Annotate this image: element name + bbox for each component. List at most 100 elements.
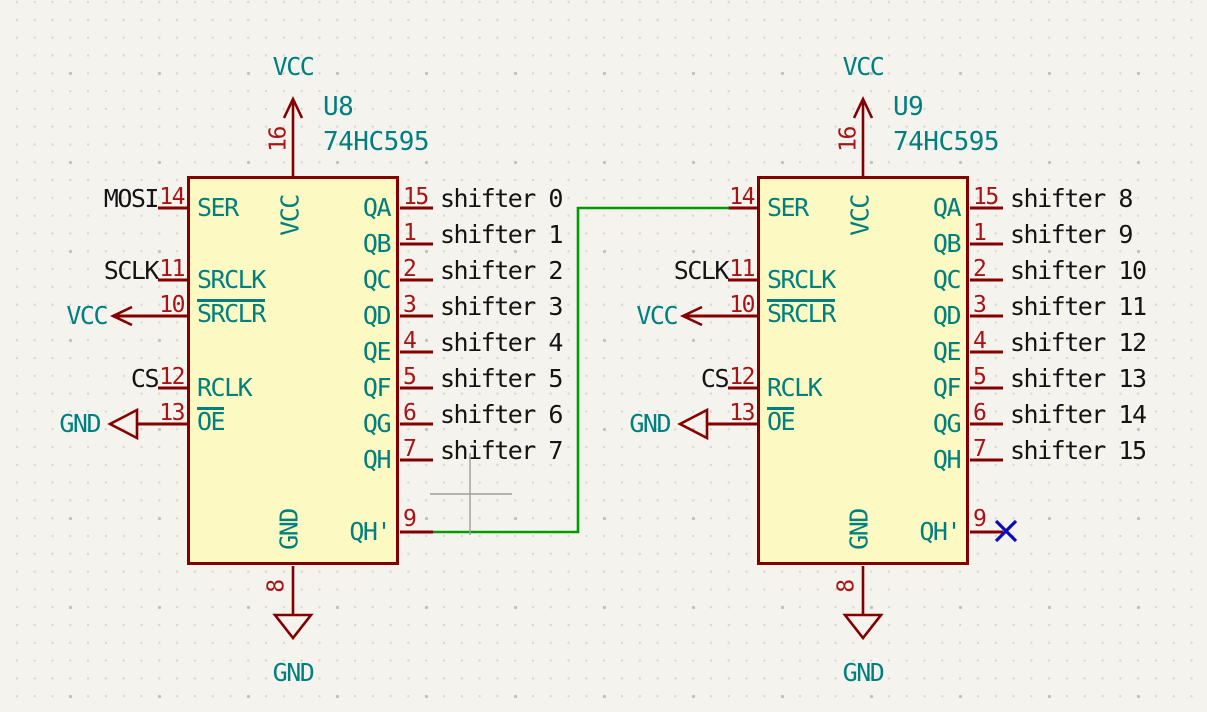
pin-number: 1 xyxy=(973,220,987,246)
symbol-graphics xyxy=(107,95,433,641)
pin-lines xyxy=(728,206,1003,534)
net-label[interactable]: shifter 8 xyxy=(1010,184,1133,213)
pin-number: 15 xyxy=(403,184,429,210)
net-label[interactable]: shifter 10 xyxy=(1010,256,1147,285)
net-label[interactable]: shifter 7 xyxy=(440,436,563,465)
net-label[interactable]: shifter 14 xyxy=(1010,400,1147,429)
pin-number: 14 xyxy=(729,184,755,210)
net-label[interactable]: shifter 4 xyxy=(440,328,563,357)
pin-number: 15 xyxy=(973,184,999,210)
net-label[interactable]: shifter 2 xyxy=(440,256,563,285)
pin-number: 2 xyxy=(403,256,417,282)
pin-name: QC xyxy=(932,265,962,294)
pin-name-overline: OE xyxy=(767,407,796,434)
pin-name: QF xyxy=(932,373,962,402)
pin-number: 9 xyxy=(403,506,417,532)
pin-number: 5 xyxy=(403,364,417,390)
pin-name-overline: SRCLR xyxy=(197,299,266,326)
vcc-power-symbol[interactable] xyxy=(852,95,874,176)
pin-number: 7 xyxy=(403,436,417,462)
pin-name: QH xyxy=(362,445,392,474)
power-net-label[interactable]: VCC xyxy=(66,301,108,330)
pin-name: QC xyxy=(362,265,392,294)
pin-name: OE xyxy=(197,407,226,436)
net-label-mosi[interactable]: MOSI xyxy=(103,184,160,213)
pin-number: 9 xyxy=(973,506,987,532)
pin-number: 12 xyxy=(729,364,755,390)
vcc-power-symbol[interactable] xyxy=(282,95,304,176)
net-label[interactable]: shifter 1 xyxy=(440,220,563,249)
power-net-label[interactable]: GND xyxy=(272,658,315,687)
pin-name: SRCLK xyxy=(197,265,266,294)
net-label[interactable]: shifter 12 xyxy=(1010,328,1147,357)
net-label[interactable]: shifter 6 xyxy=(440,400,563,429)
net-label[interactable]: shifter 13 xyxy=(1010,364,1147,393)
reference-designator[interactable]: U8 xyxy=(323,92,354,122)
pin-number: 4 xyxy=(973,328,987,354)
pin-name: QA xyxy=(932,193,962,222)
pin-name: RCLK xyxy=(197,373,253,402)
pin-number: 6 xyxy=(403,400,417,426)
pin-name: QF xyxy=(362,373,392,402)
pin-name: QA xyxy=(362,193,392,222)
pin-number: 3 xyxy=(403,292,417,318)
pin-number-16: 16 xyxy=(835,127,862,152)
pin-lines xyxy=(158,206,433,534)
power-net-label[interactable]: VCC xyxy=(636,301,678,330)
gnd-arrow-symbol[interactable] xyxy=(107,407,187,441)
pin-number: 1 xyxy=(403,220,417,246)
pin-number: 11 xyxy=(159,256,185,282)
pin-number: 14 xyxy=(159,184,185,210)
net-label[interactable]: shifter 5 xyxy=(440,364,563,393)
pin-number: 7 xyxy=(973,436,987,462)
power-net-label[interactable]: VCC xyxy=(272,52,315,81)
reference-designator[interactable]: U9 xyxy=(893,92,924,122)
pin-name: RCLK xyxy=(767,373,823,402)
net-label-cs[interactable]: CS xyxy=(130,364,160,393)
pin-name-overline: OE xyxy=(197,407,226,436)
pin-name: QH xyxy=(932,445,962,474)
net-label[interactable]: shifter 3 xyxy=(440,292,563,321)
pin-name: QD xyxy=(362,301,392,330)
pin-name: SRCLK xyxy=(767,265,836,294)
pin-number: 4 xyxy=(403,328,417,354)
pin-number: 11 xyxy=(729,256,755,282)
pin-number: 13 xyxy=(729,400,755,426)
pin-number: 10 xyxy=(159,292,185,318)
power-net-label[interactable]: GND xyxy=(59,409,101,438)
pin-name-overline: SRCLR xyxy=(767,299,836,326)
power-net-label[interactable]: GND xyxy=(629,409,671,438)
pin-name: QB xyxy=(932,229,962,258)
pin-name: SER xyxy=(197,193,239,222)
pin-number: 10 xyxy=(729,292,755,318)
symbol-body[interactable] xyxy=(187,176,399,565)
pin-name: SER xyxy=(767,193,809,222)
pin-name: QG xyxy=(932,409,962,438)
pin-name: QB xyxy=(362,229,392,258)
pin-number: 5 xyxy=(973,364,987,390)
vcc-arrow-symbol[interactable] xyxy=(109,305,187,327)
pin-number: 6 xyxy=(973,400,987,426)
net-label-sclk[interactable]: SCLK xyxy=(103,256,160,285)
power-net-label[interactable]: VCC xyxy=(842,52,885,81)
pin-name: QH' xyxy=(349,517,391,546)
pin-name: QD xyxy=(932,301,962,330)
pin-number: 12 xyxy=(159,364,185,390)
gnd-power-symbol[interactable] xyxy=(842,566,884,641)
part-value[interactable]: 74HC595 xyxy=(893,127,1000,157)
part-value[interactable]: 74HC595 xyxy=(323,127,430,157)
pin-number-8: 8 xyxy=(263,580,290,593)
net-label[interactable]: shifter 15 xyxy=(1010,436,1147,465)
pin-name: QE xyxy=(362,337,392,366)
power-net-label[interactable]: GND xyxy=(842,658,885,687)
net-label[interactable]: shifter 11 xyxy=(1010,292,1147,321)
pin-number-16: 16 xyxy=(265,127,292,152)
net-label[interactable]: shifter 0 xyxy=(440,184,563,213)
gnd-power-symbol[interactable] xyxy=(272,566,314,641)
pin-number: 2 xyxy=(973,256,987,282)
symbol-body[interactable] xyxy=(757,176,969,565)
pin-name: QH' xyxy=(919,517,961,546)
net-label[interactable]: shifter 9 xyxy=(1010,220,1133,249)
pin-number: 13 xyxy=(159,400,185,426)
